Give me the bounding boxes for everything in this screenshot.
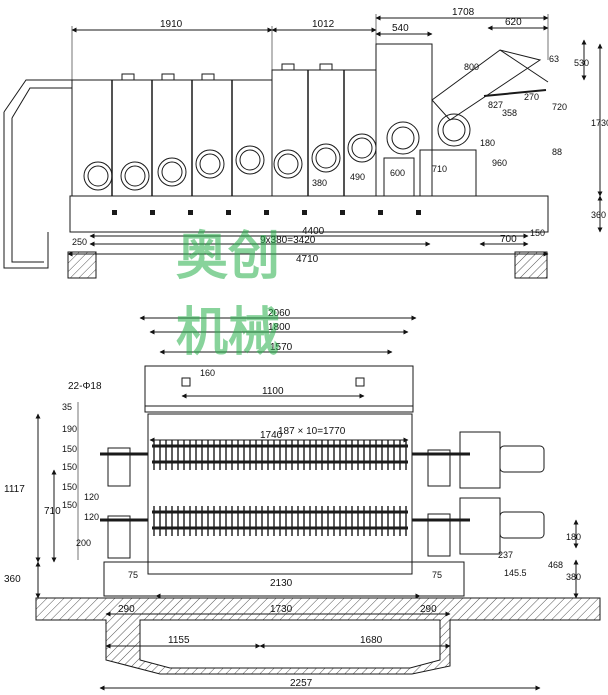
label-holes: 22-Φ18 [68,381,102,392]
dim-150-d: 150 [62,500,77,510]
dim-150-b: 150 [62,462,77,472]
watermark: 奥创 机械 [176,227,280,363]
dim-600: 600 [390,168,405,178]
lower-rotor-teeth [153,506,407,536]
dim-250: 250 [72,237,87,247]
dim-1155: 1155 [168,635,190,646]
dim-120-a: 120 [84,492,99,502]
dim-1117: 1117 [4,484,25,495]
motor-lower [499,511,545,539]
dim-2257: 2257 [290,678,313,689]
dim-1100: 1100 [262,386,284,397]
dim-290-left: 290 [118,604,135,615]
dim-360-side: 360 [591,210,606,220]
dim-710-side: 710 [432,164,447,174]
dim-88: 88 [552,147,562,157]
watermark-line-2: 机械 [176,303,280,363]
motor-row [83,113,471,191]
dim-187x10: 187 × 10=1770 [278,426,346,437]
dim-1730: 1730 [591,118,608,128]
left-bearing-upper [107,447,131,487]
dim-720: 720 [552,102,567,112]
dim-360-front: 360 [4,574,21,585]
dim-9x380: 9x380=3420 [260,235,316,246]
motor-upper [499,445,545,473]
dim-4710: 4710 [296,254,319,265]
dim-4400: 4400 [302,226,325,237]
dim-180-side: 180 [480,138,495,148]
gearbox-upper [459,431,501,489]
dim-827: 827 [488,100,503,110]
dim-63: 63 [549,54,559,64]
dim-150-a: 150 [62,444,77,454]
dim-1680: 1680 [360,635,383,646]
foundation-right [514,251,548,279]
dim-468: 468 [548,560,563,570]
feed-conveyor [431,49,542,121]
dim-190: 190 [62,424,77,434]
dim-2060: 2060 [268,308,291,319]
dim-35: 35 [62,402,72,412]
dim-150-c: 150 [62,482,77,492]
dim-290-right: 290 [420,604,437,615]
dim-380-front: 380 [566,572,581,582]
left-bearing-lower [107,515,131,559]
dim-700: 700 [500,234,517,245]
dim-1012: 1012 [312,19,335,30]
dim-1800: 1800 [268,322,291,333]
dim-358: 358 [502,108,517,118]
dim-237: 237 [498,550,513,560]
dim-270: 270 [524,92,539,102]
right-bearing-upper [427,449,451,487]
dim-800: 800 [464,62,479,72]
dim-200: 200 [76,538,91,548]
front-view-labels: 2060 1800 1570 160 1100 22-Φ18 1740 187 … [4,308,581,689]
dim-540: 540 [392,23,409,34]
dim-145: 145.5 [504,568,527,578]
upper-rotor-teeth [153,440,407,470]
dim-75-right: 75 [432,570,442,580]
dim-1570: 1570 [270,342,293,353]
dim-120-b: 120 [84,512,99,522]
dim-1730: 1730 [270,604,293,615]
dim-160: 160 [200,368,215,378]
front-view [35,315,601,691]
side-view [3,14,603,279]
dim-530: 530 [574,58,589,68]
dim-490: 490 [350,172,365,182]
housing-section-1 [71,79,273,197]
foundation-left [67,251,97,279]
dim-620: 620 [505,17,522,28]
dim-960: 960 [492,158,507,168]
dim-380-side: 380 [312,178,327,188]
dim-1708: 1708 [452,7,475,18]
dim-150-side: 150 [530,228,545,238]
dim-180-front: 180 [566,532,581,542]
dim-1740: 1740 [260,430,283,441]
dim-1910: 1910 [160,19,183,30]
dim-710-front: 710 [44,506,61,517]
rotor-chamber [147,413,413,575]
watermark-line-1: 奥创 [176,227,280,287]
dim-75-left: 75 [128,570,138,580]
side-view-labels: 1910 1012 540 1708 620 63 530 270 720 17… [72,7,608,265]
dim-2130: 2130 [270,578,293,589]
gearbox-lower [459,497,501,555]
top-housing [144,365,414,413]
right-bearing-lower [427,513,451,557]
